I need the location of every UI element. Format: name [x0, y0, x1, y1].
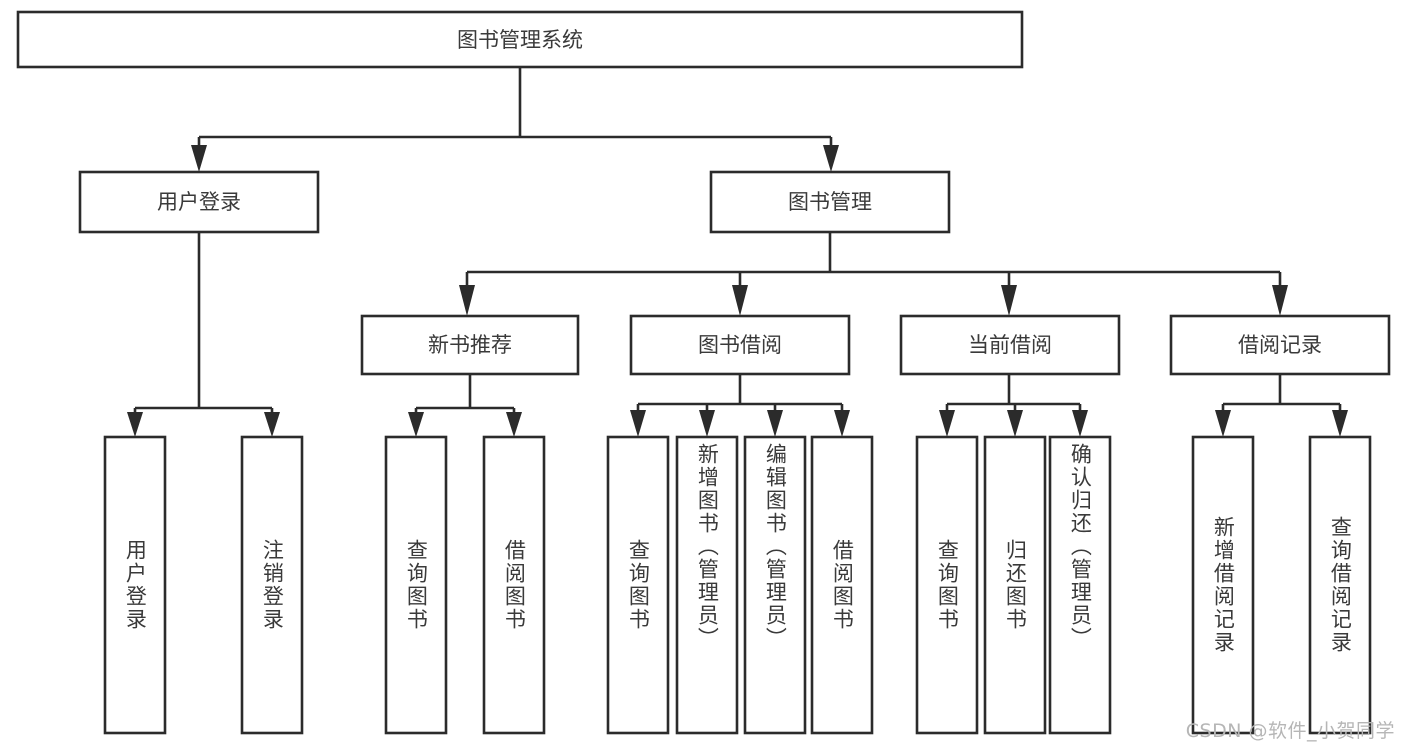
leaf-add-record-rect[interactable]	[1191, 435, 1255, 735]
arrow-icon-leaf-return-book	[1007, 410, 1023, 437]
arrow-icon-leaf-query-book-rec	[408, 412, 424, 437]
node-current-borrow-rect[interactable]	[899, 314, 1121, 376]
arrow-icon-leaf-borrow-book-b	[834, 410, 850, 437]
leaf-borrow-book-rec[interactable]: 借阅图书	[484, 437, 544, 733]
arrow-icon-leaf-query-book-c	[939, 410, 955, 437]
leaf-query-book-rec-label: 查询图书	[404, 539, 429, 631]
arrow-icon-leaf-query-book-b	[630, 410, 646, 437]
leaf-confirm-return-label: 确认归还（管理员）	[1068, 443, 1093, 650]
leaf-edit-book-rect[interactable]	[743, 435, 807, 735]
node-root[interactable]: 图书管理系统	[16, 10, 1024, 69]
node-new-book-rec-label: 新书推荐	[428, 333, 512, 357]
node-book-borrow-rect[interactable]	[629, 314, 851, 376]
leaf-logout-rect[interactable]	[240, 435, 304, 735]
node-borrow-record-label: 借阅记录	[1238, 333, 1322, 357]
leaf-borrow-book-rec-label: 借阅图书	[502, 539, 527, 631]
node-root-label: 图书管理系统	[457, 28, 583, 52]
leaf-user-login-label: 用户登录	[123, 539, 148, 631]
leaf-boxes	[103, 435, 1372, 735]
leaf-query-book-b[interactable]: 查询图书	[608, 437, 668, 733]
leaf-user-login-rect[interactable]	[103, 435, 167, 735]
arrow-icon-currentborrow	[1001, 285, 1017, 316]
leaf-confirm-return-rect[interactable]	[1048, 435, 1112, 735]
node-book-manage-label: 图书管理	[788, 190, 872, 214]
node-user-login-label: 用户登录	[157, 190, 241, 214]
node-root-rect[interactable]	[16, 10, 1024, 69]
node-book-borrow[interactable]: 图书借阅	[629, 314, 851, 376]
arrow-icon-bookborrow	[732, 285, 748, 316]
leaf-borrow-book-b-label: 借阅图书	[830, 539, 855, 631]
leaf-borrow-book-b-rect[interactable]	[810, 435, 874, 735]
watermark-text: CSDN @软件_小贺同学	[1185, 720, 1395, 742]
leaf-borrow-book-rec-rect[interactable]	[482, 435, 546, 735]
leaf-query-book-b-rect[interactable]	[606, 435, 670, 735]
leaf-logout[interactable]: 注销登录	[242, 437, 302, 733]
connector-bookborrow-to-leaves	[630, 374, 850, 437]
leaf-query-book-c-label: 查询图书	[935, 539, 960, 631]
connector-root-to-level2	[191, 67, 839, 172]
connector-borrowrecord-to-leaves	[1215, 374, 1348, 437]
node-current-borrow-label: 当前借阅	[968, 333, 1052, 357]
node-book-manage-rect[interactable]	[709, 170, 951, 234]
leaf-return-book[interactable]: 归还图书	[985, 437, 1045, 733]
node-new-book-rec[interactable]: 新书推荐	[360, 314, 580, 376]
arrow-icon-leaf-logout	[264, 412, 280, 437]
leaf-add-record-label: 新增借阅记录	[1211, 516, 1236, 654]
leaf-query-record-label: 查询借阅记录	[1328, 516, 1353, 654]
arrow-icon-borrowrecord	[1272, 285, 1288, 316]
leaf-return-book-label: 归还图书	[1003, 539, 1028, 631]
leaf-query-book-rec[interactable]: 查询图书	[386, 437, 446, 733]
node-borrow-record[interactable]: 借阅记录	[1169, 314, 1391, 376]
leaf-logout-label: 注销登录	[260, 539, 285, 631]
leaf-query-book-rec-rect[interactable]	[384, 435, 448, 735]
leaf-query-record-rect[interactable]	[1308, 435, 1372, 735]
node-current-borrow[interactable]: 当前借阅	[899, 314, 1121, 376]
arrow-icon-leaf-confirm-return	[1072, 410, 1088, 437]
node-book-manage[interactable]: 图书管理	[709, 170, 951, 234]
arrow-icon-leaf-edit-book	[767, 410, 783, 437]
arrow-icon-newbook	[459, 285, 475, 316]
arrow-icon-book-manage	[823, 145, 839, 172]
node-borrow-record-rect[interactable]	[1169, 314, 1391, 376]
leaf-query-record[interactable]: 查询借阅记录	[1310, 437, 1370, 733]
leaf-user-login[interactable]: 用户登录	[105, 437, 165, 733]
leaf-edit-book[interactable]: 编辑图书（管理员）	[745, 437, 805, 733]
arrow-icon-leaf-add-book	[699, 410, 715, 437]
node-user-login[interactable]: 用户登录	[78, 170, 320, 234]
connector-currentborrow-to-leaves	[939, 374, 1088, 437]
connector-bookmanage-to-level3	[459, 232, 1288, 316]
leaf-add-book-rect[interactable]	[675, 435, 739, 735]
leaf-confirm-return[interactable]: 确认归还（管理员）	[1050, 437, 1110, 733]
leaf-query-book-c[interactable]: 查询图书	[917, 437, 977, 733]
leaf-add-book[interactable]: 新增图书（管理员）	[677, 437, 737, 733]
arrow-icon-leaf-add-record	[1215, 410, 1231, 437]
leaf-query-book-b-label: 查询图书	[626, 539, 651, 631]
arrow-icon-leaf-query-record	[1332, 410, 1348, 437]
connector-userlogin-to-leaves	[127, 232, 280, 437]
connector-newbook-to-leaves	[408, 374, 522, 437]
arrow-icon-leaf-user-login	[127, 412, 143, 437]
node-user-login-rect[interactable]	[78, 170, 320, 234]
node-book-borrow-label: 图书借阅	[698, 333, 782, 357]
leaf-edit-book-label: 编辑图书（管理员）	[763, 443, 788, 650]
leaf-borrow-book-b[interactable]: 借阅图书	[812, 437, 872, 733]
leaf-add-book-label: 新增图书（管理员）	[695, 443, 720, 650]
arrow-icon-user-login	[191, 145, 207, 172]
leaf-query-book-c-rect[interactable]	[915, 435, 979, 735]
node-new-book-rec-rect[interactable]	[360, 314, 580, 376]
leaf-add-record[interactable]: 新增借阅记录	[1193, 437, 1253, 733]
leaf-return-book-rect[interactable]	[983, 435, 1047, 735]
arrow-icon-leaf-borrow-book-rec	[506, 412, 522, 437]
